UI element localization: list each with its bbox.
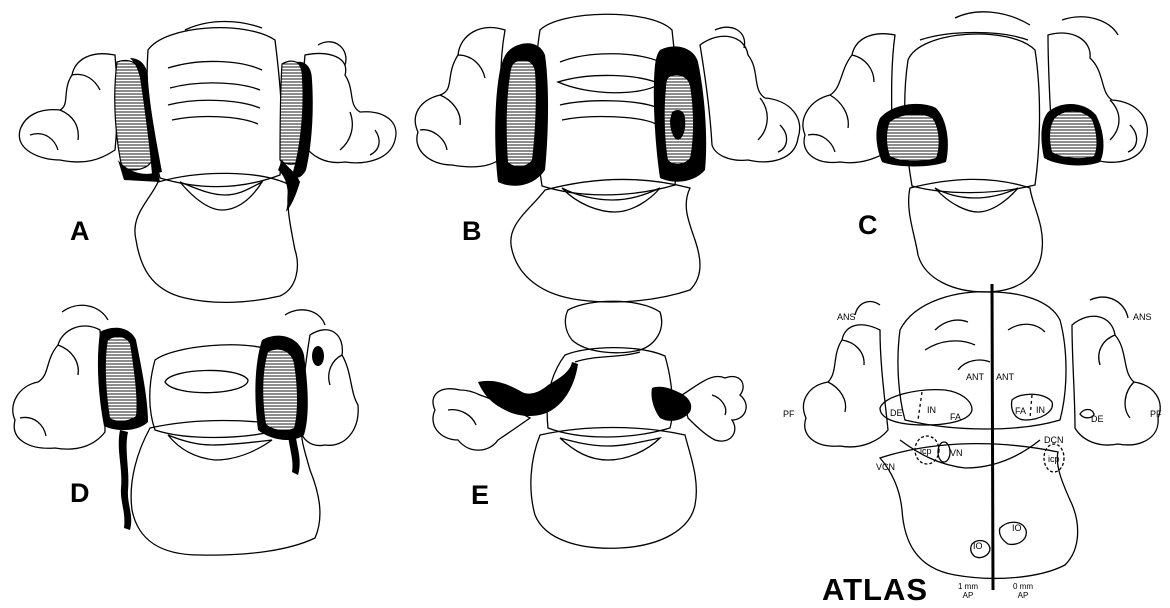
label-io-right: IO [1012,523,1022,533]
ap-left-value: 1 mm [950,582,986,591]
lesion-d-right-hatched [263,350,297,430]
brainstem-outline [135,173,297,302]
ventricle-oval [165,370,248,392]
label-io-left: IO [973,541,983,551]
atlas-right-hemisphere [1072,316,1160,445]
left-hemisphere [415,28,508,167]
lesion-e-left-solid [478,362,578,416]
label-fa-right: FA [1015,406,1026,416]
label-icp-right: icp [1048,454,1060,464]
lesion-d-right-streak [288,436,300,475]
atlas-title: ATLAS [822,572,928,608]
label-ans-left: ANS [837,312,856,322]
panel-label-b: B [462,216,482,247]
ap-right-unit: AP [1005,591,1041,600]
brainstem-outline [909,179,1043,292]
vermis-outline [565,301,661,353]
panel-label-c: C [858,210,878,241]
brainstem-outline [511,180,700,302]
label-vn: VN [950,448,963,458]
lesion-c-right-hatched [1050,111,1096,158]
atlas-section [803,292,1160,579]
section-e [433,301,746,548]
vermis-outline [147,28,282,187]
right-hemisphere [300,330,358,446]
section-b [415,14,799,302]
left-hemisphere [19,54,117,162]
ap-left-unit: AP [950,591,986,600]
label-pf-right: PF [1150,409,1162,419]
atlas-labels: ANS ANS ANT ANT PF PF DE IN FA FA IN DE … [783,312,1162,551]
right-hemisphere [303,54,396,163]
panel-label-e: E [471,480,489,511]
label-de-right: DE [1091,414,1104,424]
atlas-midline [992,284,993,590]
lesion-b-left-hatched [507,60,536,166]
section-d [13,305,358,555]
section-a [19,22,396,303]
label-in-right: IN [1036,405,1045,415]
left-hemisphere [13,326,105,449]
atlas-left-hemisphere [803,325,888,447]
lesion-d-left-streak [119,430,132,530]
lesion-d-right-spot [312,346,324,366]
ap-right-value: 0 mm [1005,582,1041,591]
label-fa-left: FA [950,412,961,422]
right-hemisphere [700,36,800,161]
ap-left-label: 1 mm AP [950,582,986,600]
ap-right-label: 0 mm AP [1005,582,1041,600]
lesion-e-right-solid [651,387,691,421]
label-ant-left: ANT [966,372,985,382]
right-hemisphere [682,376,746,441]
label-dcn: DCN [1044,435,1064,445]
panel-label-d: D [70,478,90,509]
label-vcn: VCN [876,462,895,472]
lesion-c-left-hatched [887,115,939,161]
label-pf-left: PF [783,409,795,419]
label-ans-right: ANS [1133,312,1152,322]
panel-label-a: A [70,216,90,247]
label-icp-left: icp [920,446,932,456]
label-ant-right: ANT [996,372,1015,382]
label-in-left: IN [927,405,936,415]
label-de-left: DE [890,408,903,418]
